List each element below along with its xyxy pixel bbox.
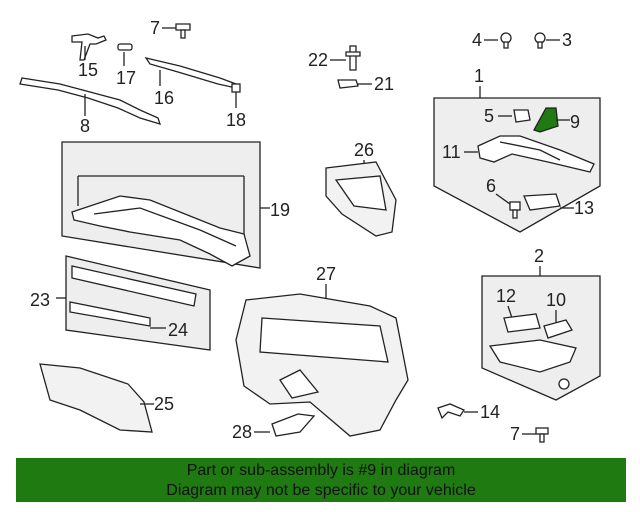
callout-8: 8	[80, 116, 90, 136]
callout-1: 1	[474, 66, 484, 86]
part-4-clip	[500, 32, 512, 49]
part-3-clip	[534, 32, 546, 49]
part-27-dash-frame	[235, 293, 409, 437]
part-7-screw-top	[175, 23, 191, 39]
part-22-pin	[345, 45, 361, 71]
part-12-duct	[503, 313, 541, 333]
callout-26: 26	[354, 140, 374, 160]
info-banner: Part or sub-assembly is #9 in diagram Di…	[16, 458, 626, 502]
part-10-duct	[543, 319, 573, 339]
callout-7-top: 7	[150, 18, 160, 38]
callout-7-bottom: 7	[510, 424, 520, 444]
callout-11: 11	[442, 142, 461, 162]
part-15-clip	[71, 33, 107, 61]
callout-14: 14	[480, 402, 500, 422]
group-box-1	[433, 97, 601, 233]
callout-23: 23	[30, 290, 50, 310]
part-9-highlighted	[533, 107, 559, 133]
callout-27: 27	[316, 264, 336, 284]
callout-24: 24	[168, 320, 188, 340]
part-18-clip	[231, 83, 241, 93]
callout-12: 12	[496, 286, 516, 306]
callout-6: 6	[486, 176, 496, 196]
part-28-duct	[271, 413, 316, 437]
callout-3: 3	[562, 30, 572, 50]
callout-19: 19	[270, 200, 290, 220]
callout-18: 18	[226, 110, 246, 130]
part-6-bolt	[509, 201, 521, 219]
part-7-screw-bottom	[535, 427, 549, 443]
part-21-bracket	[337, 79, 359, 89]
part-13-bracket	[523, 193, 561, 211]
banner-line-1: Part or sub-assembly is #9 in diagram	[186, 462, 456, 479]
part-14-hose	[437, 403, 465, 420]
part-23-seal-upper	[71, 265, 197, 307]
part-11-cowl-panel	[477, 135, 595, 173]
part-17-clip	[117, 43, 133, 51]
part-26-insulator	[325, 161, 397, 237]
callout-21: 21	[374, 74, 394, 94]
callout-13: 13	[574, 198, 594, 218]
callout-16: 16	[154, 88, 174, 108]
part-8-rod	[19, 77, 162, 125]
callout-15: 15	[78, 60, 98, 80]
callout-4: 4	[472, 30, 482, 50]
callout-2: 2	[534, 246, 544, 266]
part-25-insulator	[39, 363, 153, 433]
callout-9: 9	[570, 112, 580, 132]
callout-25: 25	[154, 394, 174, 414]
banner-line-2: Diagram may not be specific to your vehi…	[166, 482, 476, 499]
part-2-duct	[488, 339, 577, 390]
part-20-cowl-top	[71, 195, 251, 267]
callout-10: 10	[546, 290, 566, 310]
callout-28: 28	[232, 422, 252, 442]
callout-22: 22	[308, 50, 328, 70]
callout-17: 17	[116, 68, 136, 88]
part-5-clip	[513, 109, 531, 123]
group-box-2	[481, 275, 601, 401]
callout-5: 5	[484, 106, 494, 126]
part-24-seal-lower	[69, 301, 151, 327]
